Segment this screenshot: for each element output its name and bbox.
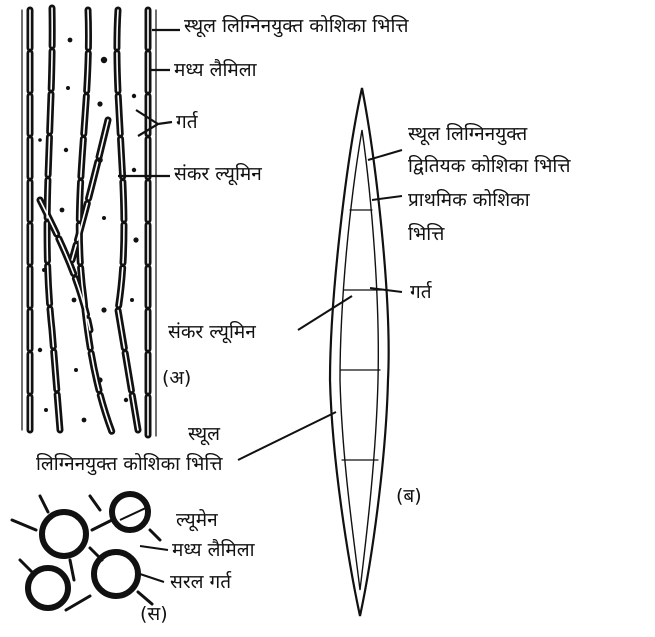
label-primary-wall-2: भित्ति bbox=[408, 224, 444, 245]
panel-label-b: (ब) bbox=[396, 486, 422, 507]
panel-label-c: (स) bbox=[140, 604, 168, 625]
label-thick-lignified-wall: स्थूल लिग्निनयुक्त कोशिका भित्ति bbox=[184, 16, 409, 37]
label-primary-wall-1: प्राथमिक कोशिका bbox=[408, 190, 530, 211]
label-secondary-wall-1: स्थूल लिग्निनयुक्त bbox=[408, 124, 527, 145]
label-narrow-lumen-b: संकर ल्यूमिन bbox=[168, 322, 256, 343]
label-middle-lamella-c: मध्य लैमिला bbox=[172, 540, 255, 561]
label-thick-wall-c-1: स्थूल bbox=[188, 424, 220, 445]
label-thick-wall-c-2: लिग्निनयुक्त कोशिका भित्ति bbox=[36, 454, 222, 475]
label-lumen-c: ल्यूमेन bbox=[176, 510, 218, 531]
label-secondary-wall-2: द्वितियक कोशिका भित्ति bbox=[408, 156, 570, 177]
label-pits-a: गर्त bbox=[176, 112, 198, 133]
label-pit-b: गर्त bbox=[410, 282, 432, 303]
label-simple-pit: सरल गर्त bbox=[170, 572, 231, 593]
single-fibre-drawing bbox=[330, 88, 389, 616]
fibre-bundle-drawing bbox=[22, 8, 156, 436]
label-middle-lamella-a: मध्य लैमिला bbox=[174, 60, 257, 81]
panel-label-a: (अ) bbox=[162, 368, 191, 389]
label-narrow-lumen-a: संकर ल्यूमिन bbox=[174, 164, 262, 185]
